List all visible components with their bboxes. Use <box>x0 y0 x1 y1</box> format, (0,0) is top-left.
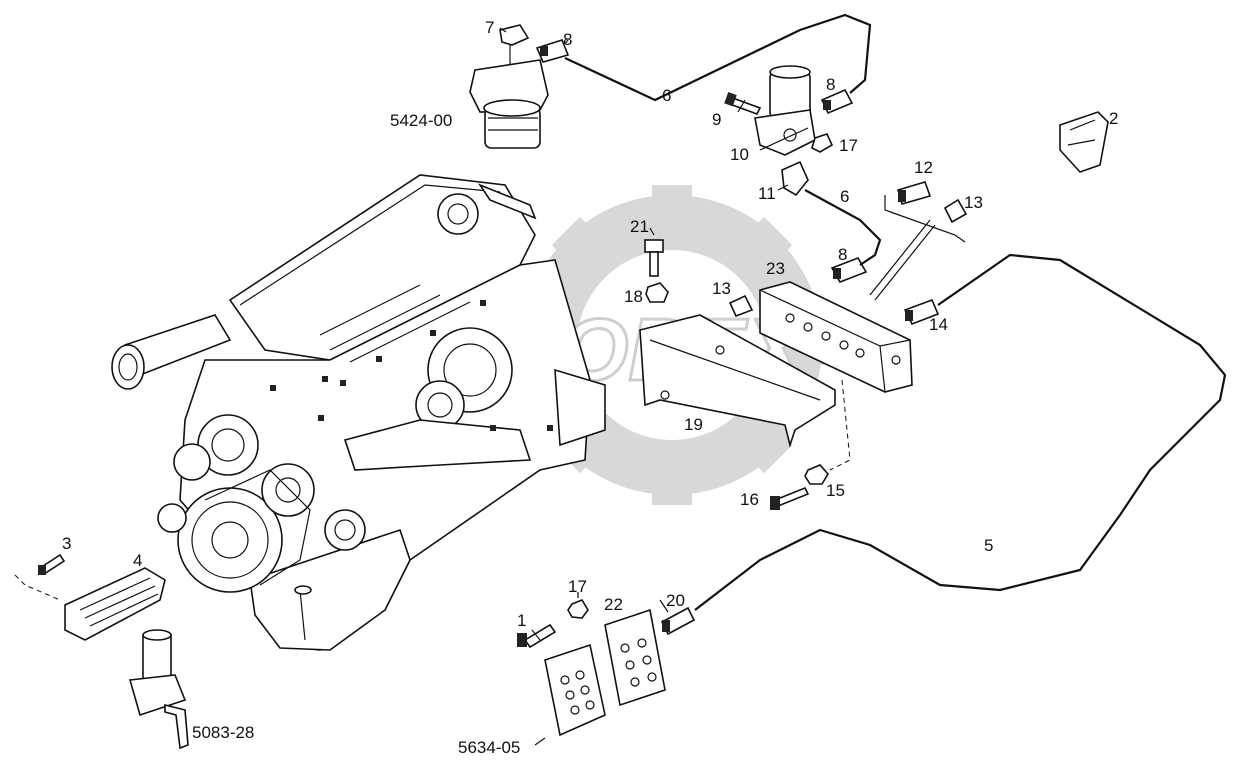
rubber-pad-left <box>544 643 606 737</box>
bolt-9 <box>724 91 762 115</box>
fitting-20 <box>660 606 696 636</box>
label-14: 14 <box>929 315 948 334</box>
label-23: 23 <box>766 259 785 278</box>
fitting-13-upper <box>943 198 968 224</box>
label-21: 21 <box>630 217 649 236</box>
label-10: 10 <box>730 145 749 164</box>
bracket-23 <box>759 281 913 393</box>
fitting-12 <box>897 181 932 205</box>
label-12: 12 <box>914 158 933 177</box>
label-19: 19 <box>684 415 703 434</box>
label-22: 22 <box>604 595 623 614</box>
fitting-13-mid <box>728 294 754 318</box>
label-18: 18 <box>624 287 643 306</box>
nut-17-top <box>811 133 834 153</box>
grid-plate-4 <box>64 567 166 641</box>
label-17-bottom: 17 <box>568 577 587 596</box>
label-7: 7 <box>485 18 494 37</box>
label-8-upper: 8 <box>563 30 572 49</box>
fuel-filter-5424 <box>469 24 549 149</box>
label-13-upper: 13 <box>964 193 983 212</box>
label-5: 5 <box>984 536 993 555</box>
label-6-upper: 6 <box>662 86 671 105</box>
fitting-8-mid <box>820 88 854 115</box>
engine-assembly <box>111 174 606 651</box>
label-2: 2 <box>1109 109 1118 128</box>
ref-5634-05: 5634-05 <box>458 738 520 757</box>
elbow-11 <box>781 160 809 197</box>
label-8-mid: 8 <box>826 75 835 94</box>
nut-17-bottom <box>567 599 589 619</box>
bolt-21 <box>644 239 664 277</box>
pipe-6-lower <box>804 189 882 266</box>
ref-5083-28: 5083-28 <box>192 723 254 742</box>
ref-5424-00: 5424-00 <box>390 111 452 130</box>
rubber-pad-right <box>604 608 666 707</box>
label-16: 16 <box>740 490 759 509</box>
label-13-mid: 13 <box>712 279 731 298</box>
label-1: 1 <box>517 611 526 630</box>
bolt-1 <box>517 623 557 649</box>
bolt-16 <box>770 486 810 510</box>
nut-15 <box>804 464 829 485</box>
bolt-3 <box>38 553 66 576</box>
fitting-8-lower <box>830 257 868 283</box>
label-1-3: 3 <box>62 534 71 553</box>
label-17-top: 17 <box>839 136 858 155</box>
fitting-14 <box>903 298 940 326</box>
callout-labels: 3 4 1 2 5 8 6 7 8 9 10 17 11 6 12 13 8 2… <box>62 18 1118 630</box>
clamp-2 <box>1059 111 1109 173</box>
bracket-19 <box>639 314 836 448</box>
nut-18 <box>645 282 669 303</box>
label-9: 9 <box>712 110 721 129</box>
label-11: 11 <box>758 184 776 203</box>
label-8-lower: 8 <box>838 245 847 264</box>
label-4: 4 <box>133 551 142 570</box>
label-15: 15 <box>826 481 845 500</box>
valve-10 <box>754 65 816 156</box>
pipe-6-upper <box>564 13 872 102</box>
label-20: 20 <box>666 591 685 610</box>
pipe-5 <box>694 253 1227 611</box>
reference-labels: 5424-00 5083-28 5634-05 <box>192 111 520 757</box>
leader-lines <box>499 27 809 746</box>
sensor-5083 <box>128 629 189 750</box>
fitting-8-upper <box>535 39 570 63</box>
label-6-mid: 6 <box>840 187 849 206</box>
pipe-to-block <box>869 219 936 301</box>
